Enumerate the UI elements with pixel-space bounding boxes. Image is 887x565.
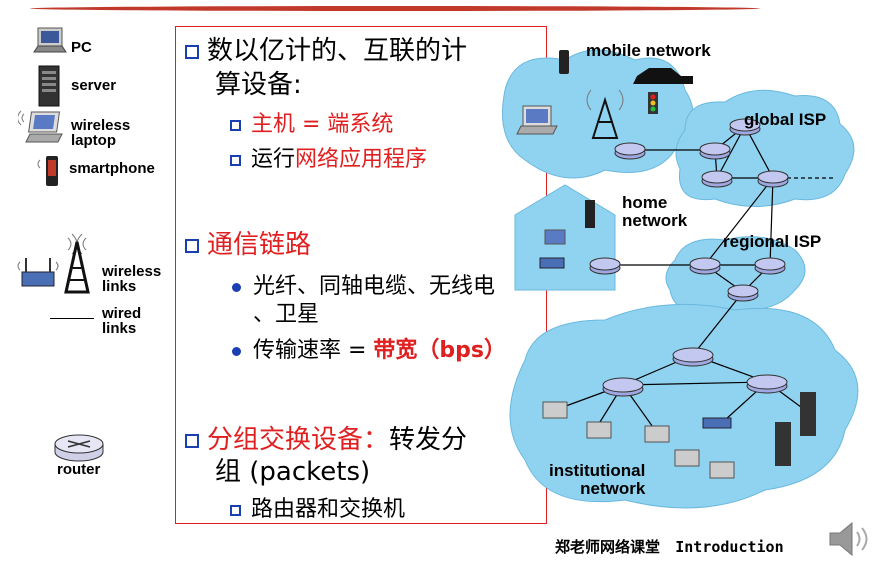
dot-bullet-icon [232,346,241,356]
legend-router: router [57,461,101,478]
footer-course: 郑老师网络课堂 [555,538,661,556]
legend-wired-links: wired links [102,305,142,337]
host-text: 主机 = 端系统 [251,112,394,137]
wired-link-line [50,318,94,319]
routers-text: 路由器和交换机 [251,497,406,522]
sub-routers: 路由器和交换机 [230,495,405,525]
dot-bullet-icon [232,282,241,292]
wireless-ap-icon [702,417,732,429]
router-icon [54,434,104,462]
media-text: 光纤、同轴电缆、无线电 [253,274,496,299]
item-links-text: 通信链路 [207,230,312,260]
sub-host: 主机 = 端系统 [230,110,393,140]
switching-red: 分组交换设备： [207,425,390,455]
label-mobile-network: mobile network [586,41,711,60]
item-devices: 数以亿计的、互联的计 [185,34,467,68]
square-bullet-icon [230,119,241,131]
sub-apps: 运行网络应用程序 [230,145,427,175]
router-wireless-icon [539,257,565,269]
pc-icon [33,27,67,53]
footer: 郑老师网络课堂 Introduction [555,536,784,557]
institutional-network-cloud [509,303,859,509]
wireless-laptop-icon [18,110,63,143]
smartphone-icon [37,156,58,186]
label-regional-isp: regional ISP [723,232,822,251]
title-underline [30,6,760,11]
sub-media-line2: 、卫星 [253,302,320,327]
server-icon [775,422,791,466]
item-switching-line2: 组 (packets) [215,457,371,487]
apps-red: 网络应用程序 [295,147,428,172]
server-icon [800,392,816,436]
network-diagram [502,49,859,509]
label-home-network: home network [622,193,688,230]
apps-prefix: 运行 [251,147,296,172]
server-icon [585,200,595,228]
square-bullet-icon [230,154,241,166]
legend-server: server [71,77,117,94]
square-bullet-icon [185,44,199,59]
item-switching: 分组交换设备：转发分 [185,423,467,457]
item-devices-text: 数以亿计的、互联的计 [207,36,468,66]
laptop-icon [516,105,558,135]
legend-smartphone: smartphone [69,160,155,177]
wireless-link-icon [17,233,90,294]
square-bullet-icon [185,433,199,448]
legend-wireless-laptop: wireless laptop [71,117,131,149]
label-institutional-network: institutional network [549,461,646,498]
rate-prefix: 传输速率 = [253,338,374,363]
institutional-pcs [542,401,735,479]
item-devices-line2: 算设备: [215,70,302,100]
rate-red: 带宽（bps） [373,338,507,363]
label-global-isp: global ISP [744,110,827,129]
square-bullet-icon [230,504,241,516]
pc-icon [544,229,566,245]
sub-rate: 传输速率 = 带宽（bps） [232,336,506,366]
router-icons [589,118,789,397]
car-icon [633,68,693,84]
legend-pc: PC [71,39,92,56]
switching-rest: 转发分 [389,425,468,455]
speaker-icon[interactable] [826,520,876,558]
server-icon [38,65,60,107]
sub-media: 光纤、同轴电缆、无线电 [232,272,495,302]
legend-wireless-links: wireless links [102,263,162,295]
cell-tower-icon [586,89,624,139]
item-links: 通信链路 [185,228,311,262]
smartphone-icon [559,50,569,74]
footer-section: Introduction [675,538,784,556]
square-bullet-icon [185,238,199,253]
